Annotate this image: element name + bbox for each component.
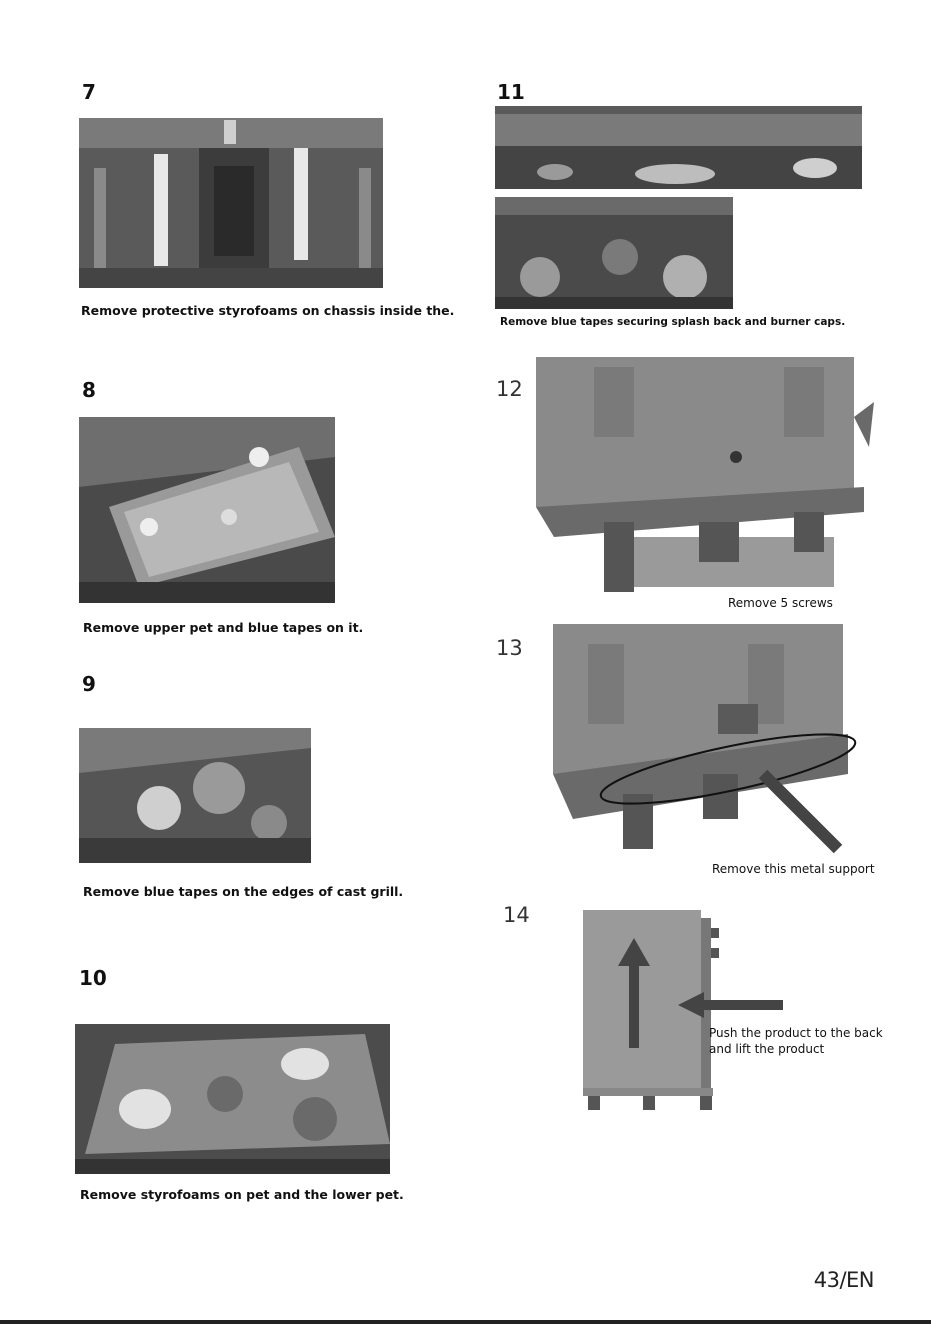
step-13-number: 13 [496,636,523,660]
step-8-caption: Remove upper pet and blue tapes on it. [83,620,364,635]
step-10-caption: Remove styrofoams on pet and the lower p… [80,1187,404,1202]
step-10-number: 10 [79,966,107,990]
step-9-caption: Remove blue tapes on the edges of cast g… [83,884,404,899]
step-13-cooker-metal-support-illustration [548,624,863,854]
step-14-callout-line1: Push the product to the back [709,1026,883,1040]
step-14-push-and-lift-illustration [578,908,788,1110]
step-12-number: 12 [496,377,523,401]
step-9-cast-grill-photo [79,728,311,863]
step-8-hob-top-photo [79,417,335,603]
step-14-number: 14 [503,903,530,927]
step-7-number: 7 [82,80,96,104]
step-11-caption: Remove blue tapes securing splash back a… [500,316,846,328]
step-8-number: 8 [82,378,96,402]
step-7-caption: Remove protective styrofoams on chassis … [81,303,455,318]
step-11-number: 11 [497,80,525,104]
step-11-burner-caps-photo [495,197,733,309]
page-number: 43/EN [813,1268,875,1292]
step-9-number: 9 [82,672,96,696]
step-13-callout: Remove this metal support [712,862,875,876]
step-7-oven-interior-photo [79,118,383,288]
step-10-hob-styrofoam-photo [75,1024,390,1174]
step-12-cooker-on-pallet-illustration [534,357,874,593]
step-12-callout: Remove 5 screws [728,596,833,610]
step-11-splash-back-photo [495,106,862,189]
step-14-callout-line2: and lift the product [709,1042,825,1056]
bottom-rule [0,1320,931,1324]
